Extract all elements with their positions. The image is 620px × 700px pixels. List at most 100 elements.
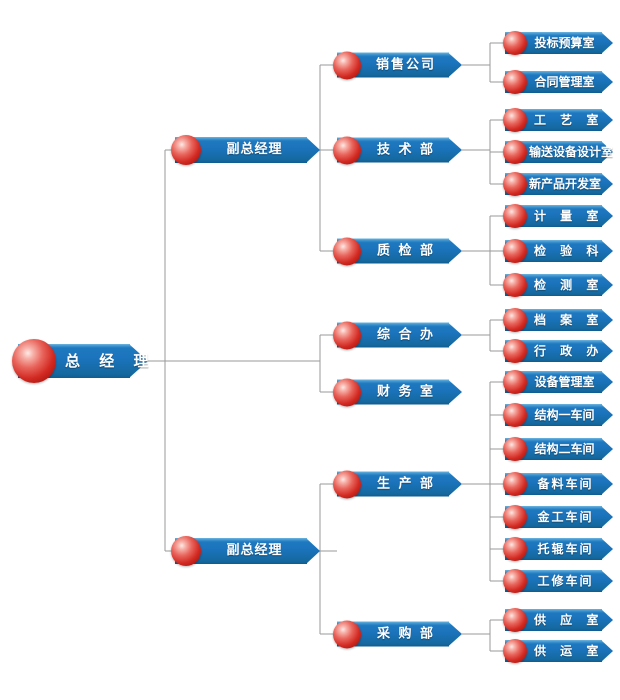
node-bullet-sphere-icon: [503, 472, 527, 496]
node-banner: [505, 71, 613, 93]
org-node-contract-mgmt-office[interactable]: 合同管理室: [503, 70, 613, 94]
node-banner-body: [505, 609, 602, 631]
org-node-finance-office[interactable]: 财 务 室: [333, 378, 462, 406]
org-node-metalwork-workshop[interactable]: 金工车间: [503, 505, 613, 529]
node-banner: [505, 32, 613, 54]
node-bullet-sphere-icon: [333, 470, 361, 498]
node-banner-body: [505, 371, 602, 393]
org-node-conveyor-design-office[interactable]: 输送设备设计室: [503, 140, 613, 164]
node-label: 结构二车间: [534, 442, 595, 456]
arrow-tip-icon: [601, 32, 613, 54]
node-bullet-sphere-icon: [333, 378, 361, 406]
node-label: 合同管理室: [534, 75, 595, 89]
node-banner: [505, 274, 613, 296]
node-label: 技 术 部: [376, 142, 436, 158]
node-label: 财 务 室: [376, 384, 436, 400]
org-node-material-prep-workshop[interactable]: 备料车间: [503, 472, 613, 496]
org-node-transport-office[interactable]: 供 运 室: [503, 639, 613, 663]
org-node-deputy-gm-1[interactable]: 副总经理: [171, 135, 320, 165]
node-bullet-sphere-icon: [333, 136, 361, 164]
node-banner-body: [505, 274, 602, 296]
org-node-bid-budget-office[interactable]: 投标预算室: [503, 31, 613, 55]
arrow-tip-icon: [601, 473, 613, 495]
arrow-tip-icon: [601, 71, 613, 93]
node-label: 新产品开发室: [529, 177, 602, 191]
node-banner-body: [505, 473, 602, 495]
org-node-metering-office[interactable]: 计 量 室: [503, 204, 613, 228]
node-bullet-sphere-icon: [12, 339, 56, 383]
node-banner: [505, 609, 613, 631]
node-banner-body: [505, 640, 602, 662]
node-bullet-sphere-icon: [503, 339, 527, 363]
arrow-tip-icon: [601, 570, 613, 592]
org-node-tech-dept[interactable]: 技 术 部: [333, 136, 462, 164]
node-label: 计 量 室: [534, 209, 604, 223]
org-node-process-office[interactable]: 工 艺 室: [503, 108, 613, 132]
arrow-tip-icon: [306, 137, 320, 163]
org-node-qc-dept[interactable]: 质 检 部: [333, 237, 462, 265]
node-label: 副总经理: [226, 142, 283, 157]
org-node-archive-office[interactable]: 档 案 室: [503, 308, 613, 332]
node-label: 质 检 部: [376, 243, 436, 259]
node-banner: [505, 205, 613, 227]
org-node-testing-office[interactable]: 检 测 室: [503, 273, 613, 297]
org-node-structure-workshop-1[interactable]: 结构一车间: [503, 403, 613, 427]
node-bullet-sphere-icon: [503, 70, 527, 94]
node-label: 投标预算室: [534, 36, 595, 50]
arrow-tip-icon: [601, 371, 613, 393]
org-node-roller-workshop[interactable]: 托辊车间: [503, 537, 613, 561]
arrow-tip-icon: [601, 506, 613, 528]
node-label: 总 经 理: [65, 352, 156, 370]
node-label: 采 购 部: [376, 626, 436, 642]
node-bullet-sphere-icon: [503, 608, 527, 632]
node-bullet-sphere-icon: [503, 108, 527, 132]
node-bullet-sphere-icon: [503, 172, 527, 196]
node-label: 工修车间: [537, 574, 594, 588]
node-bullet-sphere-icon: [503, 31, 527, 55]
org-node-maintenance-workshop[interactable]: 工修车间: [503, 569, 613, 593]
node-bullet-sphere-icon: [503, 505, 527, 529]
node-label: 行 政 办: [534, 344, 604, 358]
org-node-production-dept[interactable]: 生 产 部: [333, 470, 462, 498]
org-node-general-manager[interactable]: 总 经 理: [12, 339, 156, 383]
node-banner-body: [505, 309, 602, 331]
node-banner: [505, 340, 613, 362]
node-label: 档 案 室: [534, 313, 604, 327]
org-node-deputy-gm-2[interactable]: 副总经理: [171, 536, 320, 566]
arrow-tip-icon: [448, 471, 462, 497]
node-label: 生 产 部: [376, 476, 436, 492]
node-banner: [505, 240, 613, 262]
node-bullet-sphere-icon: [333, 51, 361, 79]
node-bullet-sphere-icon: [503, 537, 527, 561]
node-banner-body: [505, 109, 602, 131]
node-bullet-sphere-icon: [171, 536, 201, 566]
node-banner-body: [505, 570, 602, 592]
node-banner: [505, 141, 613, 163]
org-node-structure-workshop-2[interactable]: 结构二车间: [503, 437, 613, 461]
node-bullet-sphere-icon: [503, 437, 527, 461]
org-node-supply-office[interactable]: 供 应 室: [503, 608, 613, 632]
node-label: 综 合 办: [376, 327, 436, 343]
org-node-admin-office[interactable]: 综 合 办: [333, 321, 462, 349]
arrow-tip-icon: [448, 322, 462, 348]
node-banner-body: [505, 173, 602, 195]
org-node-administration-office[interactable]: 行 政 办: [503, 339, 613, 363]
node-label: 销售公司: [375, 57, 436, 73]
arrow-tip-icon: [601, 438, 613, 460]
node-label: 托辊车间: [537, 542, 594, 556]
node-banner-body: [505, 205, 602, 227]
org-node-inspection-section[interactable]: 检 验 科: [503, 239, 613, 263]
arrow-tip-icon: [601, 538, 613, 560]
node-bullet-sphere-icon: [503, 204, 527, 228]
org-node-new-product-dev-office[interactable]: 新产品开发室: [503, 172, 613, 196]
node-bullet-sphere-icon: [503, 140, 527, 164]
node-banner: [505, 173, 613, 195]
arrow-tip-icon: [306, 538, 320, 564]
node-bullet-sphere-icon: [503, 403, 527, 427]
arrow-tip-icon: [448, 137, 462, 163]
org-node-purchasing-dept[interactable]: 采 购 部: [333, 620, 462, 648]
org-node-sales-company[interactable]: 销售公司: [333, 51, 462, 79]
node-label: 设备管理室: [534, 375, 595, 389]
org-node-equipment-mgmt-office[interactable]: 设备管理室: [503, 370, 613, 394]
